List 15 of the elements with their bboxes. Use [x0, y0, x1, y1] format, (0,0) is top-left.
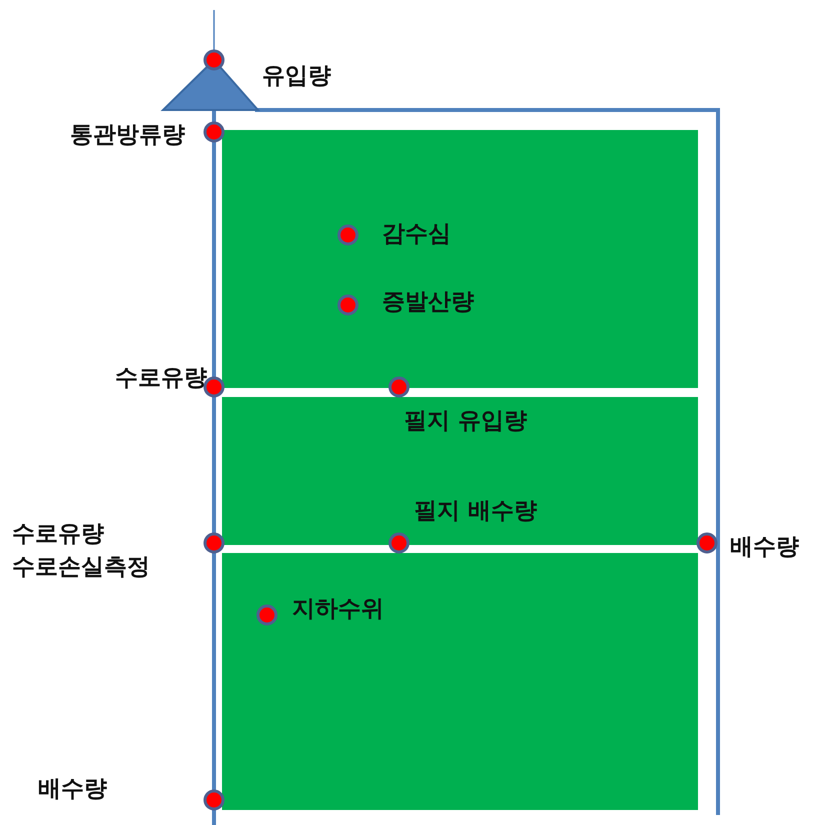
- measurement-label: 유입량: [262, 62, 331, 90]
- measurement-label: 배수량: [730, 533, 799, 561]
- paddy-field: [222, 130, 698, 388]
- measurement-label: 필지 유입량: [404, 407, 528, 435]
- measurement-label: 통관방류량: [70, 121, 185, 149]
- paddy-field: [222, 397, 698, 545]
- measurement-label: 필지 배수량: [414, 497, 538, 525]
- measurement-label: 증발산량: [382, 288, 474, 316]
- paddy-field: [222, 553, 698, 810]
- measurement-label: 감수심: [382, 220, 451, 248]
- measurement-label: 수로유량: [115, 364, 207, 392]
- measurement-label: 수로손실측정: [12, 553, 150, 581]
- measurement-label: 수로유량: [12, 520, 104, 548]
- measurement-label: 배수량: [38, 775, 107, 803]
- measurement-label: 지하수위: [292, 595, 384, 623]
